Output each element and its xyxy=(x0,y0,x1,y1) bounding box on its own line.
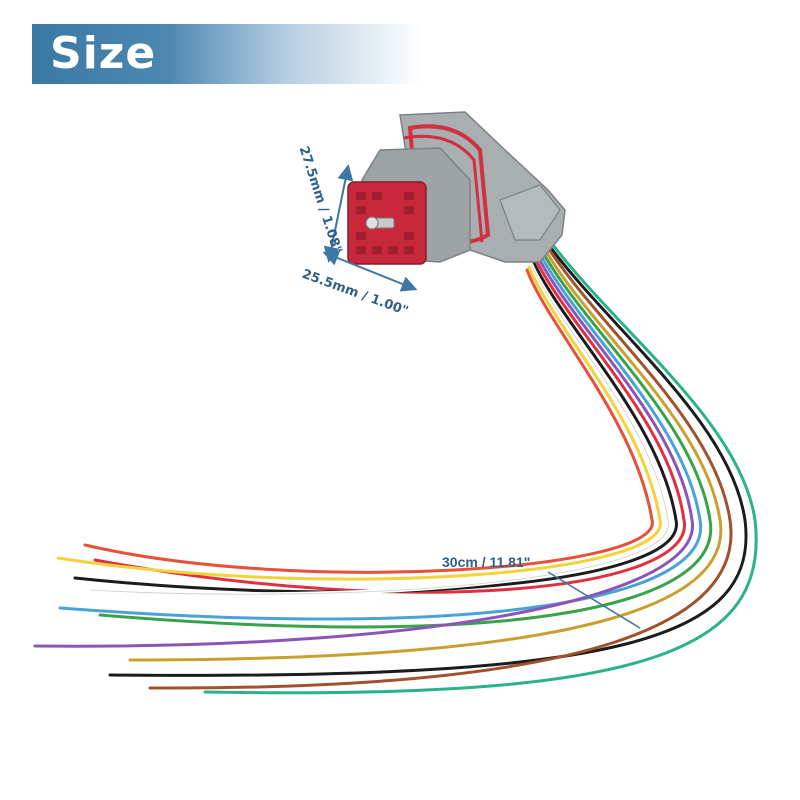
connector-image xyxy=(347,111,566,265)
wire-length-label: 30cm / 11.81" xyxy=(442,554,531,570)
length-leader-line xyxy=(547,571,641,629)
width-dimension-arrow-icon xyxy=(322,250,418,292)
size-banner: Size xyxy=(32,24,422,84)
banner-title: Size xyxy=(50,28,157,79)
wire-bundle-image xyxy=(33,235,758,695)
height-dimension-arrow-icon xyxy=(323,164,354,263)
